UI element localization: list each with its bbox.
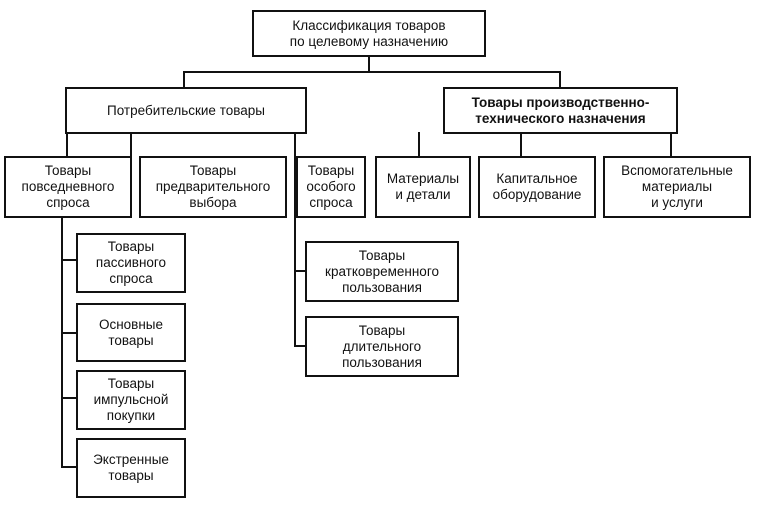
preselection-goods-box: Товары предварительного выбора — [139, 156, 287, 218]
consumer-goods-box: Потребительские товары — [65, 87, 307, 134]
connector-line — [559, 71, 561, 87]
industrial-goods-label: Товары производственно- технического наз… — [471, 94, 650, 126]
consumer-goods-label: Потребительские товары — [107, 102, 265, 118]
short-use-goods-label: Товары кратковременного пользования — [325, 247, 439, 295]
long-use-goods-label: Товары длительного пользования — [342, 322, 422, 370]
connector-line — [61, 217, 63, 467]
passive-demand-label: Товары пассивного спроса — [95, 239, 167, 286]
auxiliary-materials-box: Вспомогательные материалы и услуги — [603, 156, 751, 218]
connector-line — [368, 56, 370, 72]
materials-box: Материалы и детали — [375, 156, 471, 218]
emergency-goods-box: Экстренные товары — [76, 438, 186, 498]
connector-line — [130, 132, 132, 156]
connector-line — [61, 259, 77, 261]
connector-line — [294, 132, 296, 347]
connector-line — [61, 397, 77, 399]
root-box: Классификация товаров по целевому назнач… — [252, 10, 486, 57]
special-goods-label: Товары особого спроса — [306, 163, 356, 210]
auxiliary-materials-label: Вспомогательные материалы и услуги — [621, 163, 733, 210]
connector-line — [61, 332, 77, 334]
capital-equipment-box: Капитальное оборудование — [478, 156, 596, 218]
short-use-goods-box: Товары кратковременного пользования — [305, 241, 459, 302]
everyday-goods-box: Товары повседневного спроса — [4, 156, 132, 218]
connector-line — [294, 270, 306, 272]
special-goods-box: Товары особого спроса — [296, 156, 366, 218]
impulse-goods-label: Товары импульсной покупки — [93, 376, 169, 423]
preselection-goods-label: Товары предварительного выбора — [155, 163, 271, 210]
connector-line — [183, 71, 185, 87]
impulse-goods-box: Товары импульсной покупки — [76, 370, 186, 430]
connector-line — [183, 71, 561, 73]
root-label: Классификация товаров по целевому назнач… — [289, 17, 449, 49]
connector-line — [418, 132, 420, 156]
passive-demand-box: Товары пассивного спроса — [76, 233, 186, 293]
connector-line — [520, 132, 522, 156]
basic-goods-label: Основные товары — [98, 316, 164, 348]
connector-line — [294, 345, 306, 347]
long-use-goods-box: Товары длительного пользования — [305, 316, 459, 377]
industrial-goods-box: Товары производственно- технического наз… — [443, 87, 678, 134]
connector-line — [670, 132, 672, 156]
emergency-goods-label: Экстренные товары — [93, 452, 169, 483]
materials-label: Материалы и детали — [386, 171, 460, 202]
capital-equipment-label: Капитальное оборудование — [492, 171, 582, 202]
basic-goods-box: Основные товары — [76, 303, 186, 362]
connector-line — [66, 132, 68, 156]
connector-line — [61, 466, 77, 468]
everyday-goods-label: Товары повседневного спроса — [21, 163, 115, 210]
